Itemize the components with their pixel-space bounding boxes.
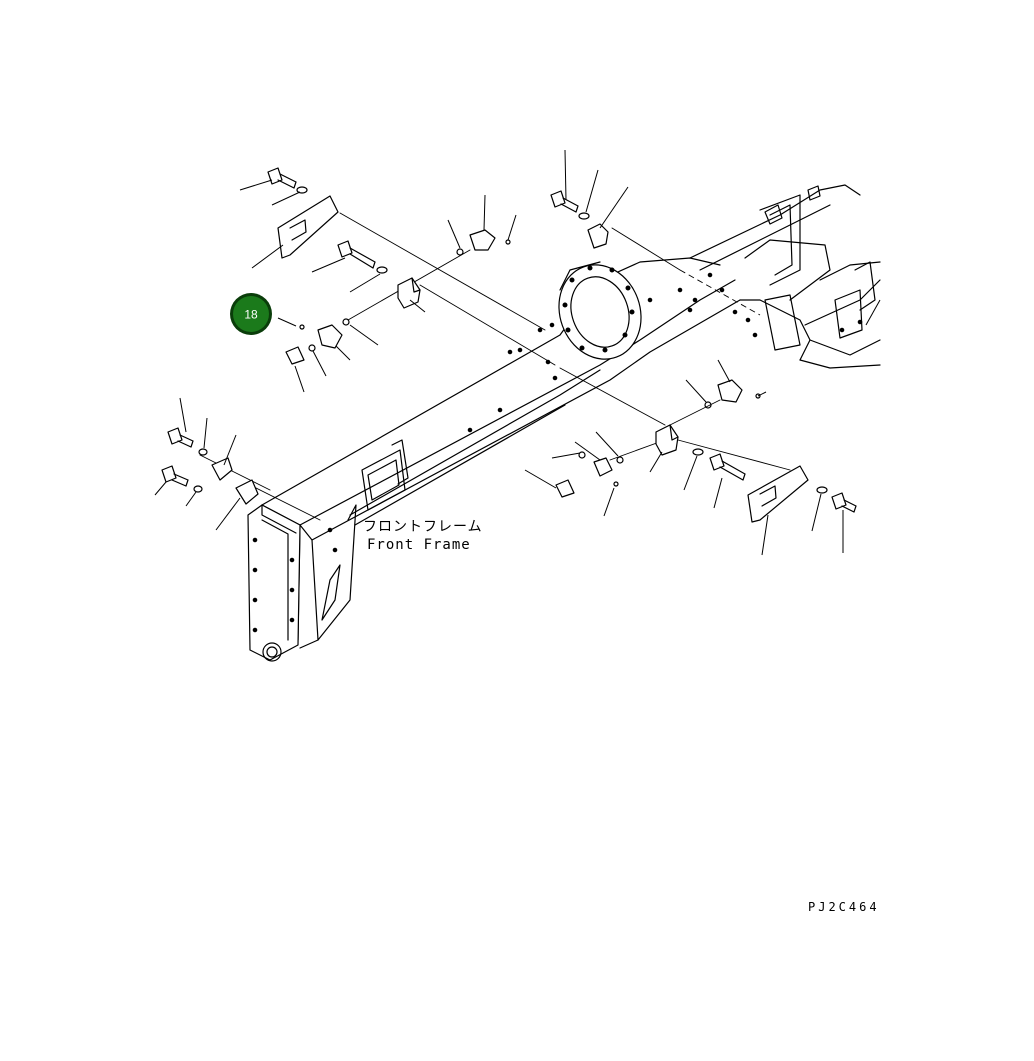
leader-lines [154,149,881,556]
bracket-assembly-front [161,427,259,505]
frame-label-english: Front Frame [367,537,471,553]
rear-frame-structure [689,184,881,369]
bracket-assembly-left [267,167,511,365]
callout-18[interactable]: 18 [230,293,272,335]
front-frame-beam [247,257,741,662]
assembly-lines [199,212,791,521]
callout-number: 18 [244,308,258,322]
bracket-assembly-top [550,190,609,249]
drawing-code: PJ2C464 [808,900,880,914]
beam-holes [252,287,693,633]
frame-label-japanese: フロントフレーム [363,519,483,535]
pivot-ring [558,261,642,360]
bracket-assembly-right [555,379,857,523]
